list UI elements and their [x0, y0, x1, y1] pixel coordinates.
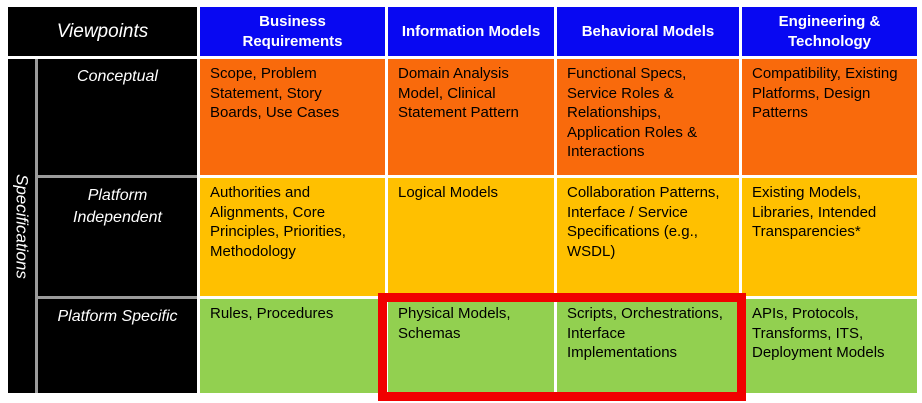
- cell-platform-specific-business-requirements: Rules, Procedures: [200, 299, 385, 393]
- cell-conceptual-behavioral-models: Functional Specs, Service Roles & Relati…: [557, 59, 739, 175]
- left-panel: Specifications Conceptual Platform Indep…: [8, 59, 197, 393]
- row-label-platform-specific: Platform Specific: [38, 299, 197, 393]
- side-label-specifications: Specifications: [8, 59, 35, 393]
- column-header-business-requirements: Business Requirements: [200, 7, 385, 56]
- corner-header-viewpoints: Viewpoints: [8, 7, 197, 56]
- cell-platform-specific-information-models: Physical Models, Schemas: [388, 299, 554, 393]
- matrix-grid: Viewpoints Business Requirements Informa…: [8, 7, 917, 393]
- column-header-engineering-technology: Engineering & Technology: [742, 7, 917, 56]
- column-header-information-models: Information Models: [388, 7, 554, 56]
- cell-conceptual-information-models: Domain Analysis Model, Clinical Statemen…: [388, 59, 554, 175]
- cell-platform-specific-behavioral-models: Scripts, Orchestrations, Interface Imple…: [557, 299, 739, 393]
- row-label-conceptual: Conceptual: [38, 59, 197, 175]
- cell-conceptual-engineering-technology: Compatibility, Existing Platforms, Desig…: [742, 59, 917, 175]
- column-header-behavioral-models: Behavioral Models: [557, 7, 739, 56]
- cell-platform-independent-engineering-technology: Existing Models, Libraries, Intended Tra…: [742, 178, 917, 296]
- cell-platform-independent-behavioral-models: Collaboration Patterns, Interface / Serv…: [557, 178, 739, 296]
- cell-platform-independent-business-requirements: Authorities and Alignments, Core Princip…: [200, 178, 385, 296]
- cell-conceptual-business-requirements: Scope, Problem Statement, Story Boards, …: [200, 59, 385, 175]
- row-label-platform-independent: Platform Independent: [38, 178, 197, 296]
- cell-platform-independent-information-models: Logical Models: [388, 178, 554, 296]
- cell-platform-specific-engineering-technology: APIs, Protocols, Transforms, ITS, Deploy…: [742, 299, 917, 393]
